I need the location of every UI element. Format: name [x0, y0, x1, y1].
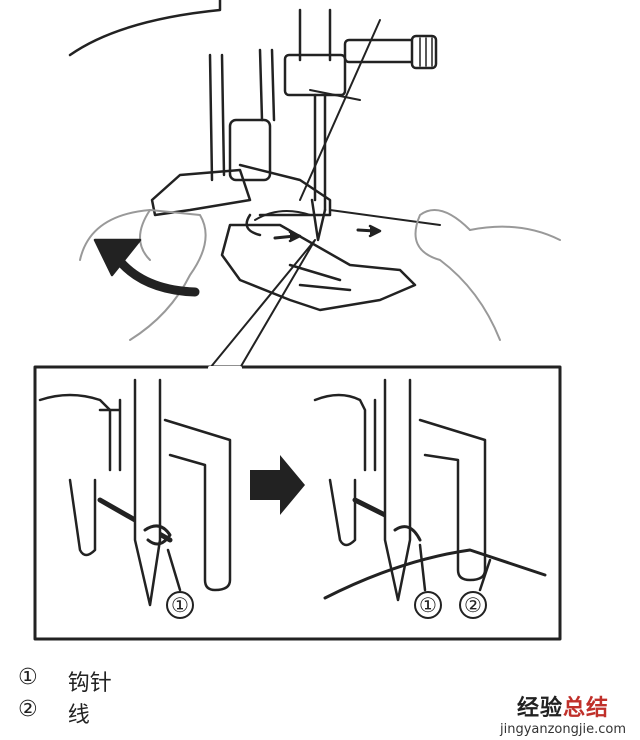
inset-left	[38, 378, 232, 607]
watermark-title-red: 总结	[562, 696, 609, 721]
inset-pointer	[209, 239, 316, 369]
hands	[79, 209, 561, 341]
watermark: 经验总结 jingyanzongjie.com	[500, 690, 626, 737]
curved-arrow-icon	[93, 238, 200, 297]
inset-right	[313, 378, 547, 602]
legend-item-thread: ② 线	[18, 697, 90, 729]
machine-scene	[68, 0, 441, 312]
black-right-arrow-icon	[250, 455, 305, 515]
legend-marker: ①	[18, 665, 38, 690]
legend-marker: ②	[18, 697, 38, 722]
watermark-title-dark: 经验	[516, 696, 563, 721]
inset-frame	[33, 365, 562, 641]
legend-label: 钩针	[67, 671, 112, 696]
callout-circles	[166, 591, 487, 619]
legend-label: 线	[67, 703, 90, 728]
watermark-url: jingyanzongjie.com	[499, 722, 626, 737]
legend-item-hook: ① 钩针	[18, 665, 112, 697]
